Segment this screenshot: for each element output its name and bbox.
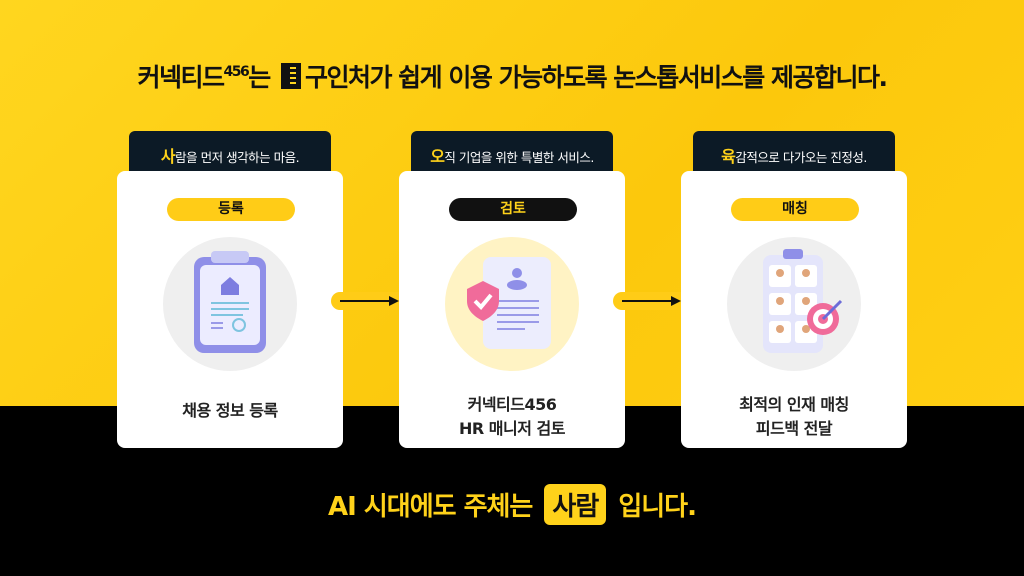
step-3-pill: 매칭 — [731, 198, 859, 221]
step-2-tagline: 오직 기업을 위한 특별한 서비스. — [411, 131, 613, 175]
talent-matching-icon — [727, 237, 861, 371]
arrow-right-icon — [613, 292, 689, 310]
resume-shield-icon — [445, 237, 579, 371]
clipboard-icon — [163, 237, 297, 371]
step-1-pill: 등록 — [167, 198, 295, 221]
step-2-pill: 검토 — [449, 198, 577, 221]
step-1-caption: 채용 정보 등록 — [182, 401, 278, 420]
building-icon — [280, 63, 301, 89]
footer-slogan: AI 시대에도 주체는 사람 입니다. — [0, 484, 1024, 525]
step-3-tagline: 육감적으로 다가오는 진정성. — [693, 131, 895, 175]
arrow-right-icon — [331, 292, 407, 310]
step-1-tagline: 사람을 먼저 생각하는 마음. — [129, 131, 331, 175]
headline: 커넥티드456는 구인처가 쉽게 이용 가능하도록 논스톱서비스를 제공합니다. — [137, 63, 888, 92]
highlight-badge: 사람 — [544, 484, 607, 525]
step-1-card: 등록 채용 정보 등록 — [117, 171, 343, 448]
